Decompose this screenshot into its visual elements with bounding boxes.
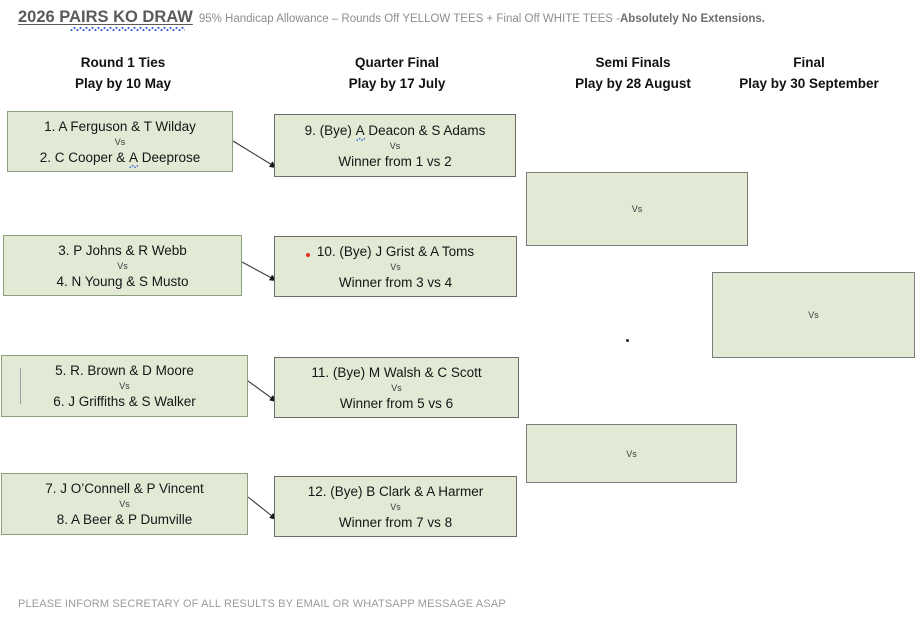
- vs-label: Vs: [117, 260, 128, 271]
- bracket-box-semi-final-2[interactable]: Vs: [526, 424, 737, 483]
- bracket-box-round1-tie-4[interactable]: 7. J O’Connell & P Vincent Vs 8. A Beer …: [1, 473, 248, 535]
- column-heading-semi-finals: Semi Finals Play by 28 August: [517, 52, 749, 94]
- connector-5-to-11: [247, 380, 278, 403]
- column-deadline: Play by 10 May: [74, 76, 172, 91]
- column-name: Quarter Final: [354, 55, 440, 70]
- spellcheck-word: A: [355, 122, 365, 141]
- bracket-box-quarter-final-3[interactable]: 11. (Bye) M Walsh & C Scott Vs Winner fr…: [274, 357, 519, 418]
- bracket-box-quarter-final-2[interactable]: 10. (Bye) J Grist & A Toms Vs Winner fro…: [274, 236, 517, 297]
- qf-top-entry: 10. (Bye) J Grist & A Toms: [316, 243, 475, 259]
- bracket-box-round1-tie-3[interactable]: 5. R. Brown & D Moore Vs 6. J Griffiths …: [1, 355, 248, 417]
- team-slot-4: 4. N Young & S Musto: [56, 273, 189, 289]
- column-name: Round 1 Ties: [80, 55, 166, 70]
- bracket-box-round1-tie-1[interactable]: 1. A Ferguson & T Wilday Vs 2. C Cooper …: [7, 111, 233, 172]
- qf-bottom-entry: Winner from 3 vs 4: [338, 274, 453, 290]
- team-slot-6: 6. J Griffiths & S Walker: [53, 394, 196, 409]
- team-slot-8: 8. A Beer & P Dumville: [56, 512, 193, 527]
- vs-label: Vs: [626, 448, 637, 459]
- qf-top-entry: 12. (Bye) B Clark & A Harmer: [307, 483, 484, 499]
- qf-top-entry: 9. (Bye) A Deacon & S Adams: [304, 122, 486, 141]
- vs-label: Vs: [390, 501, 401, 512]
- bracket-box-quarter-final-1[interactable]: 9. (Bye) A Deacon & S Adams Vs Winner fr…: [274, 114, 516, 177]
- spellcheck-word: A: [128, 149, 139, 168]
- team-slot-5: 5. R. Brown & D Moore: [55, 363, 194, 378]
- vs-label: Vs: [808, 310, 819, 320]
- bracket-box-semi-final-1[interactable]: Vs: [526, 172, 748, 246]
- bracket-box-quarter-final-4[interactable]: 12. (Bye) B Clark & A Harmer Vs Winner f…: [274, 476, 517, 537]
- column-heading-quarter-final: Quarter Final Play by 17 July: [277, 52, 517, 94]
- qf-bottom-entry: Winner from 7 vs 8: [338, 514, 453, 530]
- connector-3-to-10: [241, 261, 278, 282]
- vs-label: Vs: [119, 381, 130, 391]
- column-deadline: Play by 30 September: [739, 76, 879, 91]
- page-title: 2026 PAIRS KO DRAW: [18, 8, 193, 31]
- column-deadline: Play by 17 July: [348, 76, 446, 91]
- qf-bottom-entry: Winner from 1 vs 2: [338, 153, 452, 169]
- document-header: 2026 PAIRS KO DRAW 95% Handicap Allowance…: [18, 8, 766, 31]
- connector-7-to-12: [247, 496, 278, 521]
- vs-label: Vs: [114, 136, 126, 147]
- column-deadline: Play by 28 August: [575, 76, 691, 91]
- vs-label: Vs: [119, 499, 130, 509]
- spellcheck-underline: [70, 27, 185, 31]
- qf-top-entry: 11. (Bye) M Walsh & C Scott: [311, 364, 482, 380]
- footer-note: PLEASE INFORM SECRETARY OF ALL RESULTS B…: [18, 598, 506, 610]
- vs-label: Vs: [390, 261, 401, 272]
- column-name: Final: [793, 55, 825, 70]
- column-heading-round-1: Round 1 Ties Play by 10 May: [8, 52, 238, 94]
- vs-label: Vs: [391, 382, 402, 393]
- team-slot-3: 3. P Johns & R Webb: [58, 242, 187, 258]
- bracket-box-final[interactable]: Vs: [712, 272, 915, 358]
- header-subtitle: 95% Handicap Allowance – Rounds Off YELL…: [198, 13, 620, 25]
- text-cursor: [20, 368, 21, 404]
- team-slot-7: 7. J O’Connell & P Vincent: [45, 481, 204, 496]
- vs-label: Vs: [631, 204, 643, 214]
- stray-dot-marker: [626, 339, 629, 342]
- column-name: Semi Finals: [595, 55, 671, 70]
- column-heading-final: Final Play by 30 September: [703, 52, 915, 94]
- team-slot-2: 2. C Cooper & A Deeprose: [39, 149, 201, 168]
- connector-1-to-9: [232, 140, 278, 169]
- qf-bottom-entry: Winner from 5 vs 6: [339, 395, 454, 411]
- red-marker-dot: [306, 253, 310, 257]
- bracket-box-round1-tie-2[interactable]: 3. P Johns & R Webb Vs 4. N Young & S Mu…: [3, 235, 242, 296]
- vs-label: Vs: [389, 140, 401, 151]
- header-emphasis: Absolutely No Extensions.: [619, 13, 766, 25]
- team-slot-1: 1. A Ferguson & T Wilday: [44, 118, 196, 134]
